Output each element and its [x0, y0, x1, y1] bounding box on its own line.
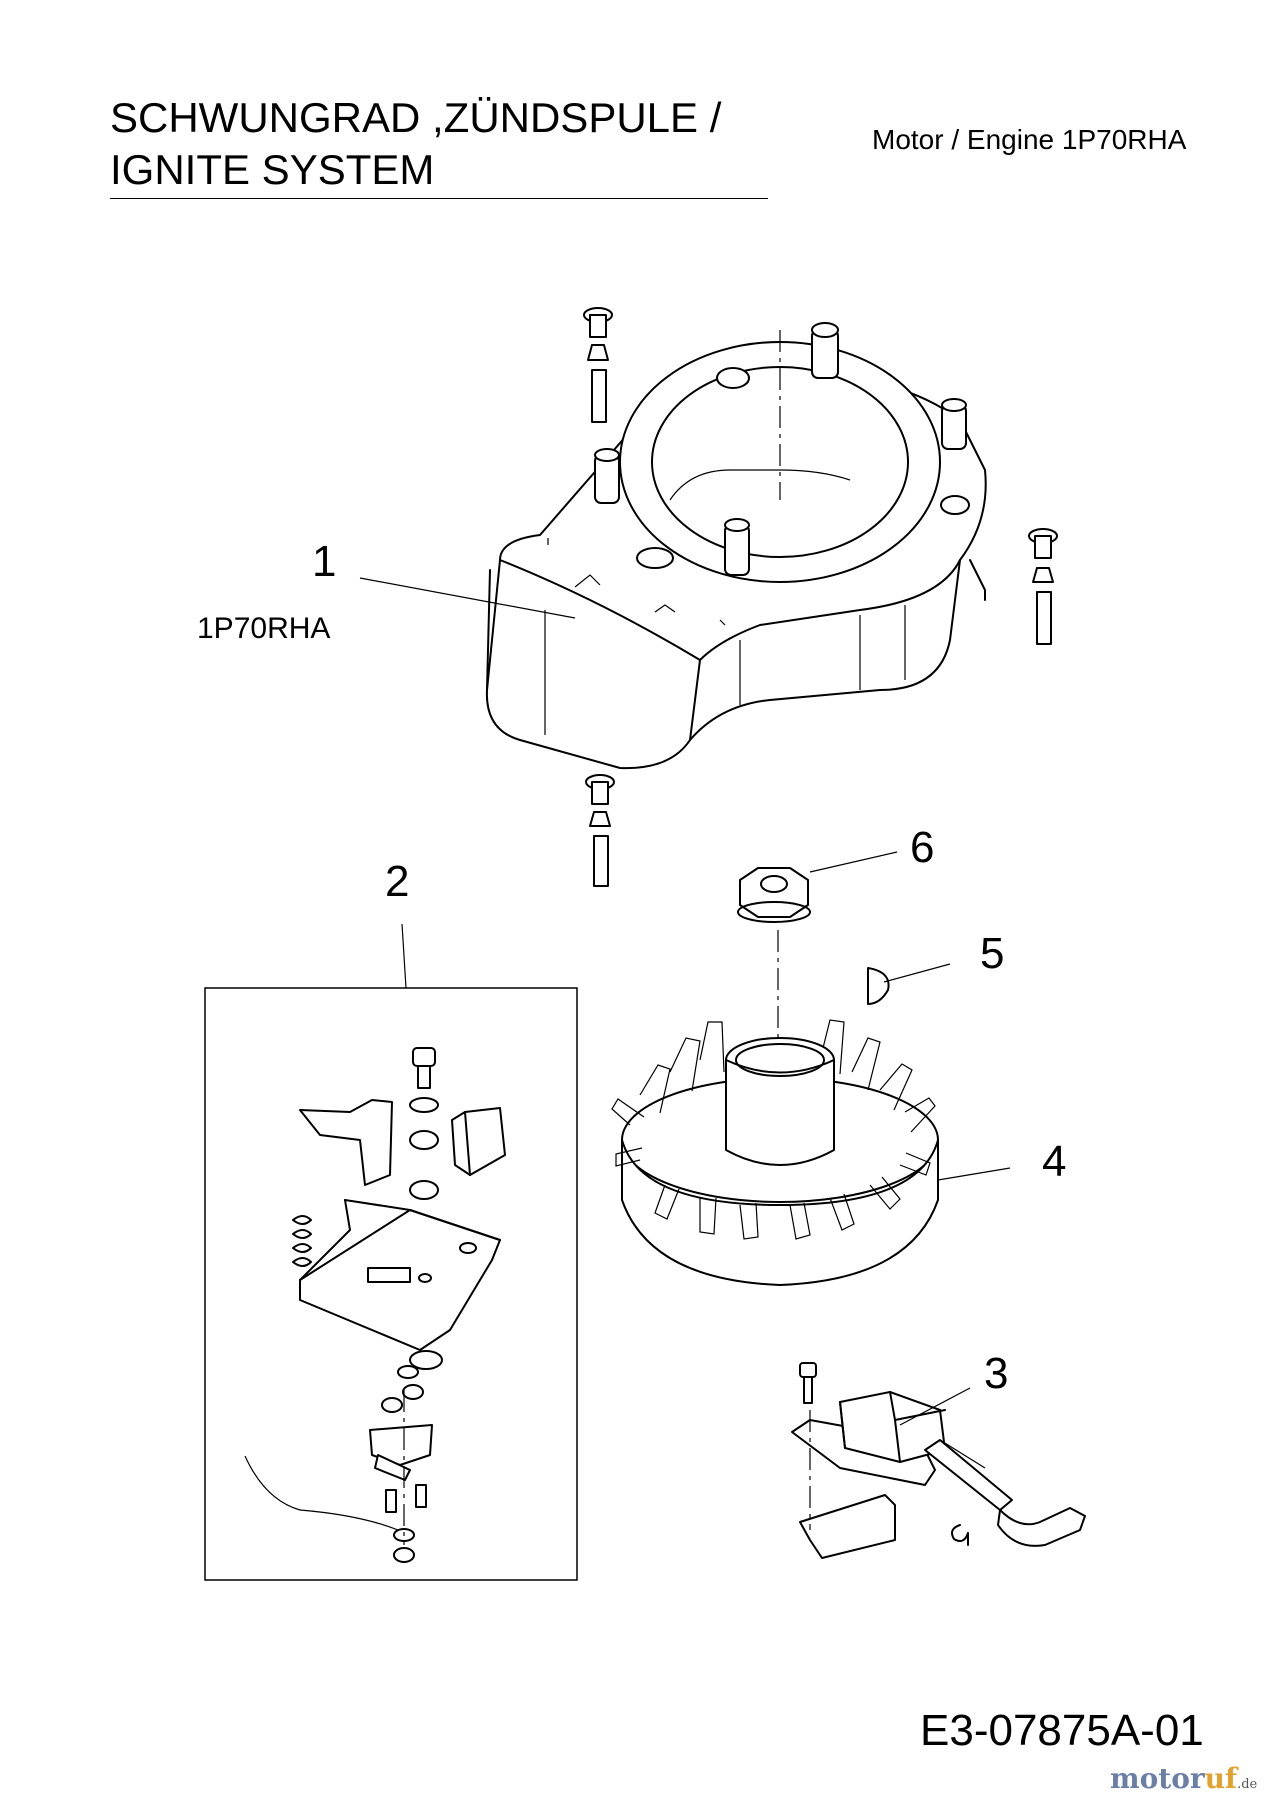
- leader-4: [937, 1167, 1011, 1181]
- leader-3: [899, 1387, 971, 1426]
- assembly-box: [204, 987, 578, 1581]
- title-underline: [110, 198, 768, 199]
- housing-screws: [583, 307, 1058, 887]
- callout-5: 5: [980, 929, 1005, 978]
- title-line-2: IGNITE SYSTEM: [110, 146, 435, 193]
- model-label: 1P70RHA: [197, 612, 331, 645]
- diagram-title: SCHWUNGRAD ,ZÜNDSPULE / IGNITE SYSTEM: [110, 92, 721, 196]
- watermark-text-2: uf: [1204, 1762, 1238, 1795]
- leader-1: [359, 577, 576, 619]
- engine-label: Motor / Engine 1P70RHA: [872, 124, 1187, 155]
- watermark-text-1: motor: [1110, 1762, 1205, 1795]
- title-line-1: SCHWUNGRAD ,ZÜNDSPULE /: [110, 94, 722, 141]
- leader-6: [809, 851, 898, 873]
- flywheel-nut-drawing: [737, 851, 898, 923]
- screw-right: [1028, 528, 1058, 645]
- screw-bottom: [585, 774, 615, 887]
- callout-6: 6: [910, 823, 935, 872]
- callout-3: 3: [984, 1349, 1009, 1398]
- housing-bosses: [594, 322, 970, 576]
- flywheel-drawing: [611, 930, 1011, 1286]
- callout-4: 4: [1042, 1137, 1067, 1186]
- leader-5: [883, 963, 951, 983]
- brake-assembly-drawing: [204, 923, 578, 1581]
- callout-2: 2: [385, 857, 410, 906]
- callout-1: 1: [312, 537, 337, 586]
- ignition-coil-drawing: [791, 1362, 1086, 1559]
- part-code: E3-07875A-01: [920, 1706, 1204, 1755]
- watermark-logo: motoruf.de: [1110, 1762, 1257, 1795]
- watermark-suffix: .de: [1237, 1777, 1258, 1792]
- leader-2: [401, 923, 407, 989]
- key-drawing: [867, 963, 951, 1005]
- blower-housing-drawing: [485, 322, 987, 770]
- screw-top-left: [583, 307, 613, 423]
